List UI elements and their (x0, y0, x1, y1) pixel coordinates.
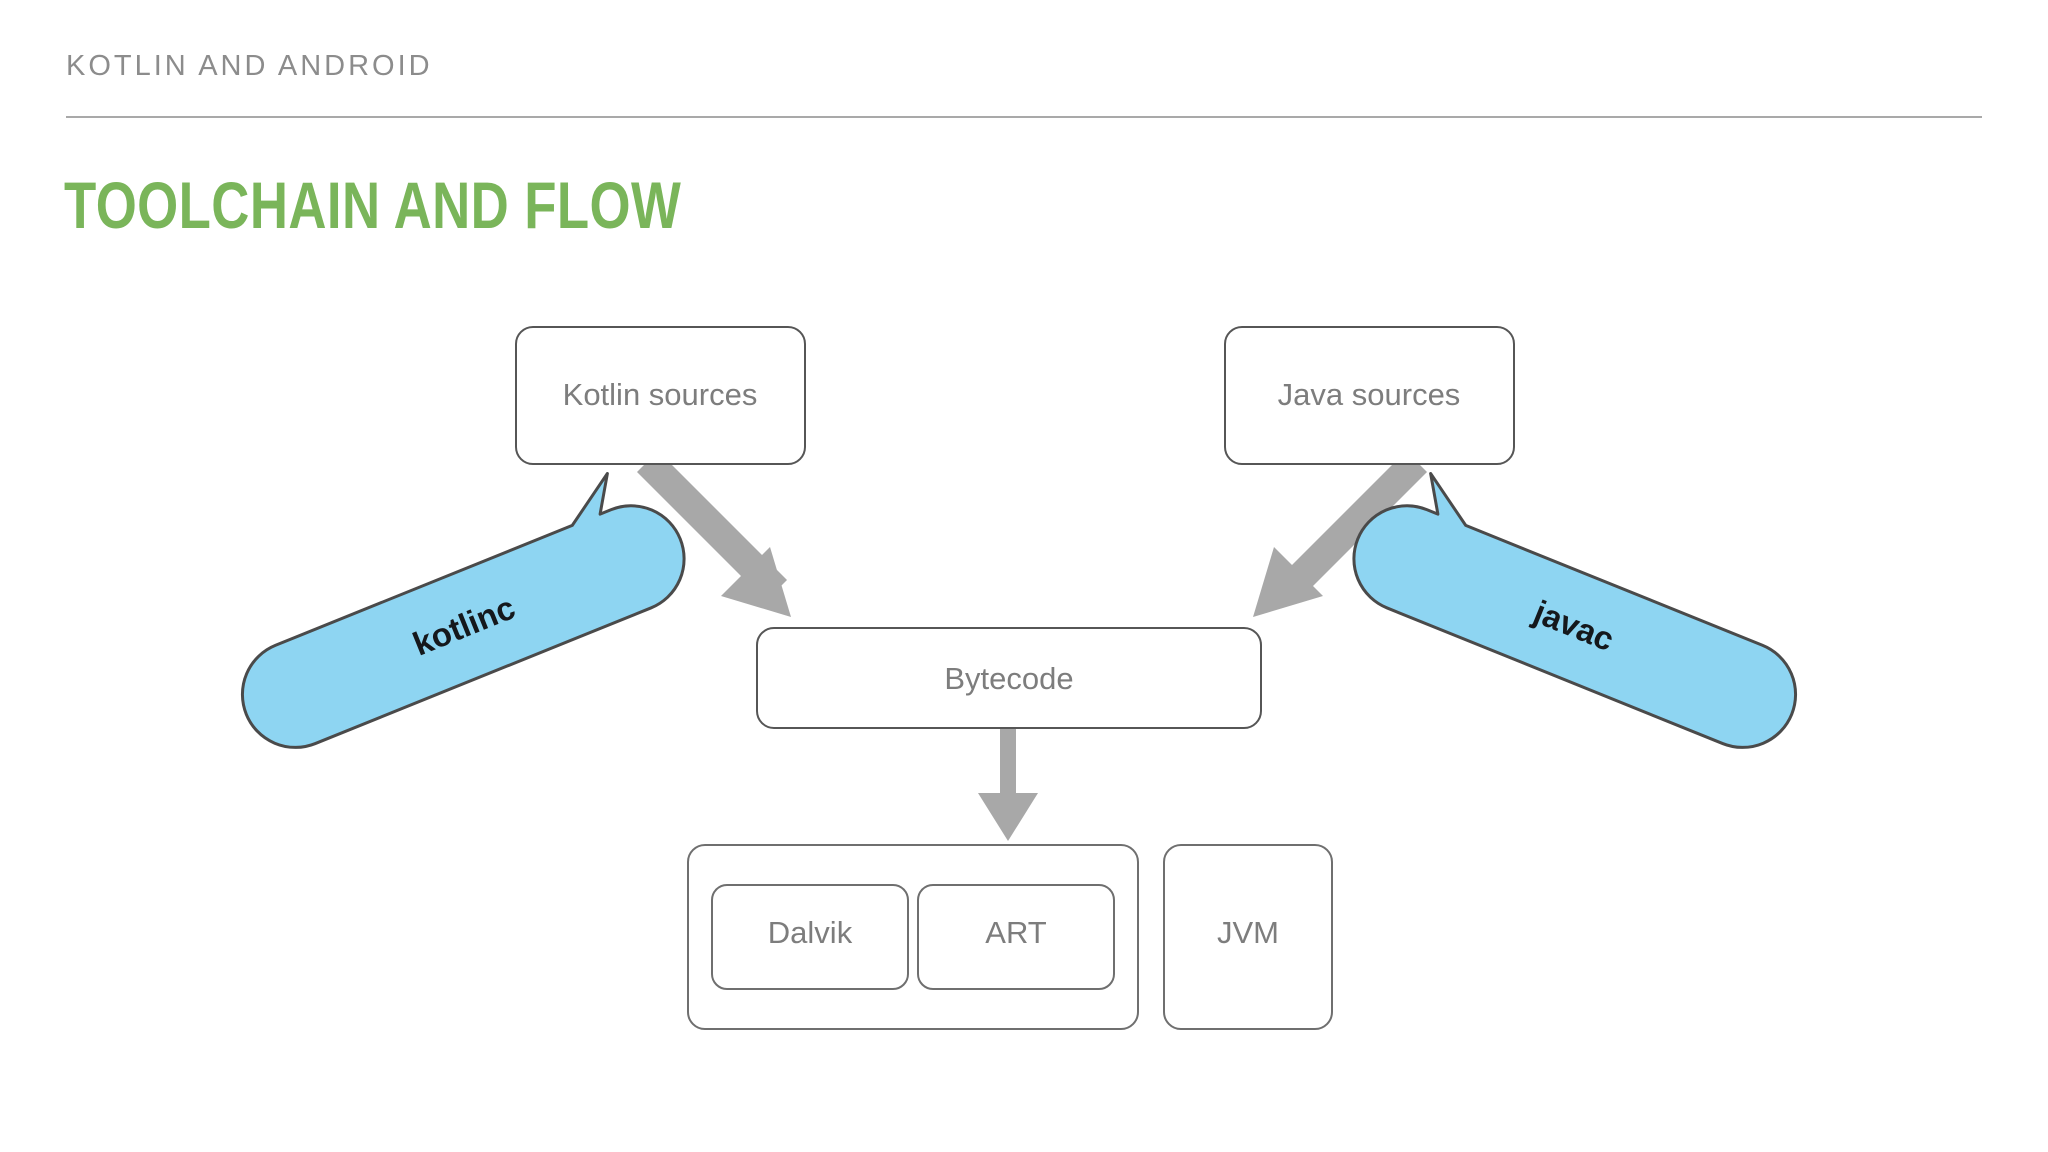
arrow-shaft-runtime (1000, 727, 1016, 809)
arrow-head-runtime (978, 793, 1038, 841)
kotlin-sources-label: Kotlin sources (563, 377, 758, 412)
art-label: ART (985, 915, 1047, 950)
dalvik-box[interactable] (711, 884, 909, 990)
arrow-head-kotlin (721, 547, 791, 617)
dalvik-label: Dalvik (768, 915, 853, 950)
kotlin-sources-box[interactable] (515, 326, 806, 465)
node-bytecode[interactable]: Bytecode (756, 627, 1262, 729)
arrow-shaft-java (1277, 451, 1427, 601)
page-title: TOOLCHAIN AND FLOW (64, 168, 682, 242)
edge-kotlin-to-bytecode (637, 451, 791, 617)
node-jvm[interactable]: JVM (1163, 844, 1333, 1030)
java-sources-label: Java sources (1278, 377, 1461, 412)
edge-bytecode-to-runtime (978, 727, 1038, 841)
javac-bubble-shape[interactable] (1338, 457, 1825, 763)
slide-eyebrow: KOTLIN AND ANDROID (66, 50, 433, 82)
edge-java-to-bytecode (1253, 451, 1427, 617)
jvm-label: JVM (1217, 915, 1279, 950)
jvm-box[interactable] (1163, 844, 1333, 1030)
node-art[interactable]: ART (917, 884, 1115, 990)
callout-kotlinc[interactable]: kotlinc (213, 457, 700, 763)
callout-javac[interactable]: javac (1338, 457, 1825, 763)
kotlinc-bubble-shape[interactable] (213, 457, 700, 763)
bytecode-label: Bytecode (944, 661, 1073, 696)
arrow-head-java (1253, 547, 1323, 617)
node-android-runtime-group[interactable]: Dalvik ART (687, 844, 1139, 1030)
node-kotlin-sources[interactable]: Kotlin sources (515, 326, 806, 465)
java-sources-box[interactable] (1224, 326, 1515, 465)
bytecode-box[interactable] (756, 627, 1262, 729)
node-java-sources[interactable]: Java sources (1224, 326, 1515, 465)
slide-header: KOTLIN AND ANDROID (66, 50, 1982, 118)
header-divider (66, 116, 1982, 118)
node-dalvik[interactable]: Dalvik (711, 884, 909, 990)
art-box[interactable] (917, 884, 1115, 990)
arrow-shaft-kotlin (637, 451, 787, 601)
